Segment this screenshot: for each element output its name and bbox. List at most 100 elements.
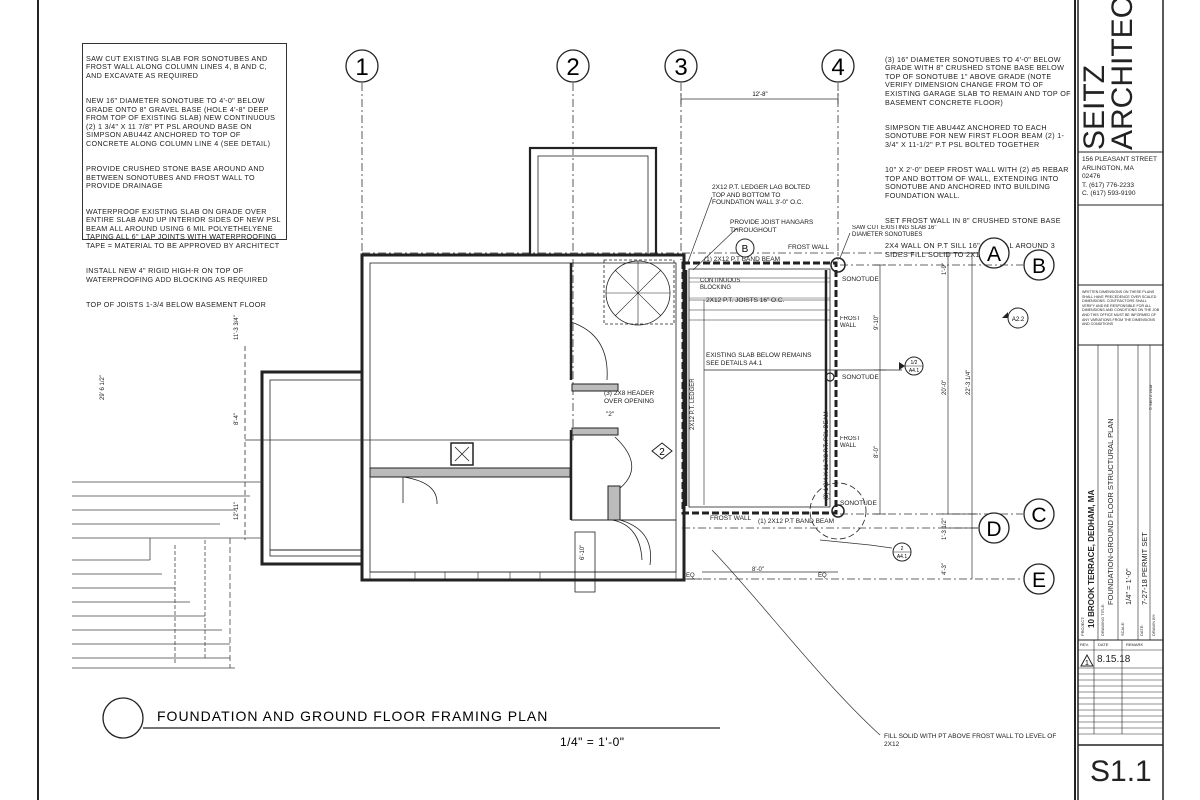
dimension-text: 6'-10" xyxy=(580,545,586,560)
detail-marker-a41: 1/2 A4.1 xyxy=(899,356,924,376)
exterior-stairs xyxy=(72,481,262,669)
grid-label: 1 xyxy=(355,54,368,81)
callout-frost-wall-low: FROST WALL xyxy=(840,436,861,449)
callout-sonotube-1: SONOTUDE xyxy=(842,276,880,283)
dimension-text: 1'-3 1/2" xyxy=(942,518,948,540)
firm-address: 156 PLEASANT STREET ARLINGTON, MA 02476 … xyxy=(1082,156,1157,199)
grid-row-a: A xyxy=(362,237,1010,269)
note: 2X4 WALL ON P.T SILL 16" O.C. ALL AROUND… xyxy=(885,241,1056,259)
callout-frost-wall-bottom: FROST WALL xyxy=(710,515,752,522)
callout-fill-solid: FILL SOLID WITH PT ABOVE FROST WALL TO L… xyxy=(884,733,1057,748)
callout-ledger-vertical: 2X12 P.T. LEDGER xyxy=(690,378,696,430)
copyright: © SEITZ 2018 xyxy=(1148,384,1153,410)
drawn-by-label: DRAWN BY: xyxy=(1151,613,1156,636)
note: 10" X 2'-0" DEEP FROST WALL WITH (2) #5 … xyxy=(885,165,1069,200)
note: INSTALL NEW 4" RIGID HIGH-R ON TOP OF WA… xyxy=(86,266,268,284)
svg-text:1/2: 1/2 xyxy=(911,360,918,366)
dimension-text: 11'-3 3/4" xyxy=(234,315,240,340)
dimension-texts: 11'-3 3/4" 29' 6 1/2" 8'-4" 12'-11" 1'-9… xyxy=(100,263,972,579)
callout-sonotube-3: SONOTUDE xyxy=(840,500,878,507)
address-line: ARLINGTON, MA xyxy=(1082,164,1134,172)
grid-row-e: E xyxy=(575,563,1055,595)
tb-scale: 1/4" = 1'-0" xyxy=(1124,568,1133,605)
detail-marker-a22: A2.2 xyxy=(1002,307,1029,329)
date-label: DATE: xyxy=(1139,624,1144,636)
note: (3) 16" DIAMETER SONOTUBES TO 4'-0" BELO… xyxy=(885,54,1071,107)
dimension-text: 20'-0" xyxy=(942,380,948,395)
dimension-text: 9'-10" xyxy=(874,315,880,330)
dimension-text: EQ xyxy=(818,573,827,579)
rev-date: 8.15.18 xyxy=(1097,654,1131,665)
svg-text:A2.2: A2.2 xyxy=(1012,317,1025,323)
svg-text:A4.1: A4.1 xyxy=(909,368,920,374)
dimension-text: 12'-8" xyxy=(752,92,767,98)
callout-sonotube-2: SONOTUDE xyxy=(842,374,880,381)
address-line: 156 PLEASANT STREET xyxy=(1082,156,1158,163)
grid-columns: 1 2 3 4 12'-8" xyxy=(345,49,855,440)
leader-lines xyxy=(687,196,893,736)
tag-b: B xyxy=(735,238,755,258)
callout-header-2: "2" xyxy=(606,411,615,418)
tb-date: 7-27-18 PERMIT SET xyxy=(1140,532,1149,605)
disclaimer: WRITTEN DIMENSIONS ON THESE PLANS SHALL … xyxy=(1082,290,1160,327)
general-notes-left: SAW CUT EXISTING SLAB FOR SONOTUBES AND … xyxy=(82,43,287,308)
rev-header: REV. xyxy=(1080,642,1089,647)
callout-joist-hangars: PROVIDE JOIST HANGARS THROUGHOUT xyxy=(730,219,814,234)
callouts: 2X12 P.T. LEDGER LAG BOLTED TOP AND BOTT… xyxy=(604,184,1057,748)
svg-text:2: 2 xyxy=(659,447,665,458)
callout-header: (3) 2X8 HEADER OVER OPENING xyxy=(604,390,655,405)
project-label: PROJECT: xyxy=(1080,616,1085,636)
note: TOP OF JOISTS 1-3/4 BELOW BASEMENT FLOOR xyxy=(86,299,267,309)
dimension-text: 29' 6 1/2" xyxy=(100,375,106,400)
revision-marker: 1 xyxy=(1080,653,1094,667)
callout-existing-slab: EXISTING SLAB BELOW REMAINS SEE DETAILS … xyxy=(706,352,812,367)
grid-label: D xyxy=(986,518,1001,541)
tag-2: 2 xyxy=(651,442,673,460)
dimension-text: 12'-11" xyxy=(234,502,240,520)
address-line: 02476 xyxy=(1082,173,1101,181)
address-line: C. (617) 593-9190 xyxy=(1082,190,1136,198)
grid-column-2: 2 xyxy=(556,49,590,440)
grid-column-4: 4 xyxy=(821,49,855,260)
dimension-text: 8'-0" xyxy=(752,567,764,573)
rev-header: DATE xyxy=(1098,642,1109,647)
firm-name-2: ARCHITECTS xyxy=(1106,0,1139,150)
drawing-title-label: DRAWING TITLE: xyxy=(1100,603,1105,636)
callout-band-beam-top: (1) 2X12 P.T BAND BEAM xyxy=(704,256,780,263)
dimension-text: 8'-4" xyxy=(234,413,240,425)
drawing-title-block: FOUNDATION AND GROUND FLOOR FRAMING PLAN… xyxy=(102,697,720,749)
grid-label: 4 xyxy=(831,54,844,81)
grid-column-1: 1 xyxy=(345,49,379,255)
left-dim-leaders xyxy=(244,346,573,540)
address-line: T. (617) 776-2233 xyxy=(1082,181,1135,189)
svg-text:1: 1 xyxy=(1085,660,1089,667)
grid-row-d: D xyxy=(682,512,1010,544)
dimension-text: 22'-3 1/4" xyxy=(966,370,972,395)
note: PROVIDE CRUSHED STONE BASE AROUND AND BE… xyxy=(86,164,265,191)
grid-label: A xyxy=(987,243,1001,266)
sheet-number: S1.1 xyxy=(1090,755,1152,788)
grid-label: B xyxy=(1032,255,1046,278)
general-notes-right: (3) 16" DIAMETER SONOTUBES TO 4'-0" BELO… xyxy=(885,47,1075,276)
svg-text:A4.1: A4.1 xyxy=(897,554,908,560)
grid-label: C xyxy=(1031,504,1046,527)
grid-rows: A B C D E xyxy=(362,237,1055,595)
grid-row-c: C xyxy=(840,498,1055,530)
project-name: 10 BROOK TERRACE, DEDHAM, MA xyxy=(1087,489,1096,628)
callout-continuous-blocking: CONTINUOUS BLOCKING xyxy=(700,278,741,291)
dimension-text: 8'-0" xyxy=(874,446,880,458)
grid-row-b: B xyxy=(840,249,1055,281)
dimension-text: EQ xyxy=(686,573,695,579)
tb-drawing-title: FOUNDATION-GROUND FLOOR STRUCTURAL PLAN xyxy=(1106,418,1115,605)
grid-label: 3 xyxy=(674,54,687,81)
grid-label: 2 xyxy=(566,54,579,81)
callout-joists: 2X12 P.T. JOISTS 16" O.C. xyxy=(706,297,785,304)
note: SET FROST WALL IN 8" CRUSHED STONE BASE xyxy=(885,216,1061,226)
callout-frost-wall-top: FROST WALL xyxy=(788,244,830,251)
callout-ledger-lag: 2X12 P.T. LEDGER LAG BOLTED TOP AND BOTT… xyxy=(712,184,811,206)
right-dimensions xyxy=(575,252,978,580)
callout-band-beam-bottom: (1) 2X12 P.T BAND BEAM xyxy=(758,518,834,525)
existing-building xyxy=(260,146,686,593)
scale-label: SCALE: xyxy=(1120,621,1125,636)
